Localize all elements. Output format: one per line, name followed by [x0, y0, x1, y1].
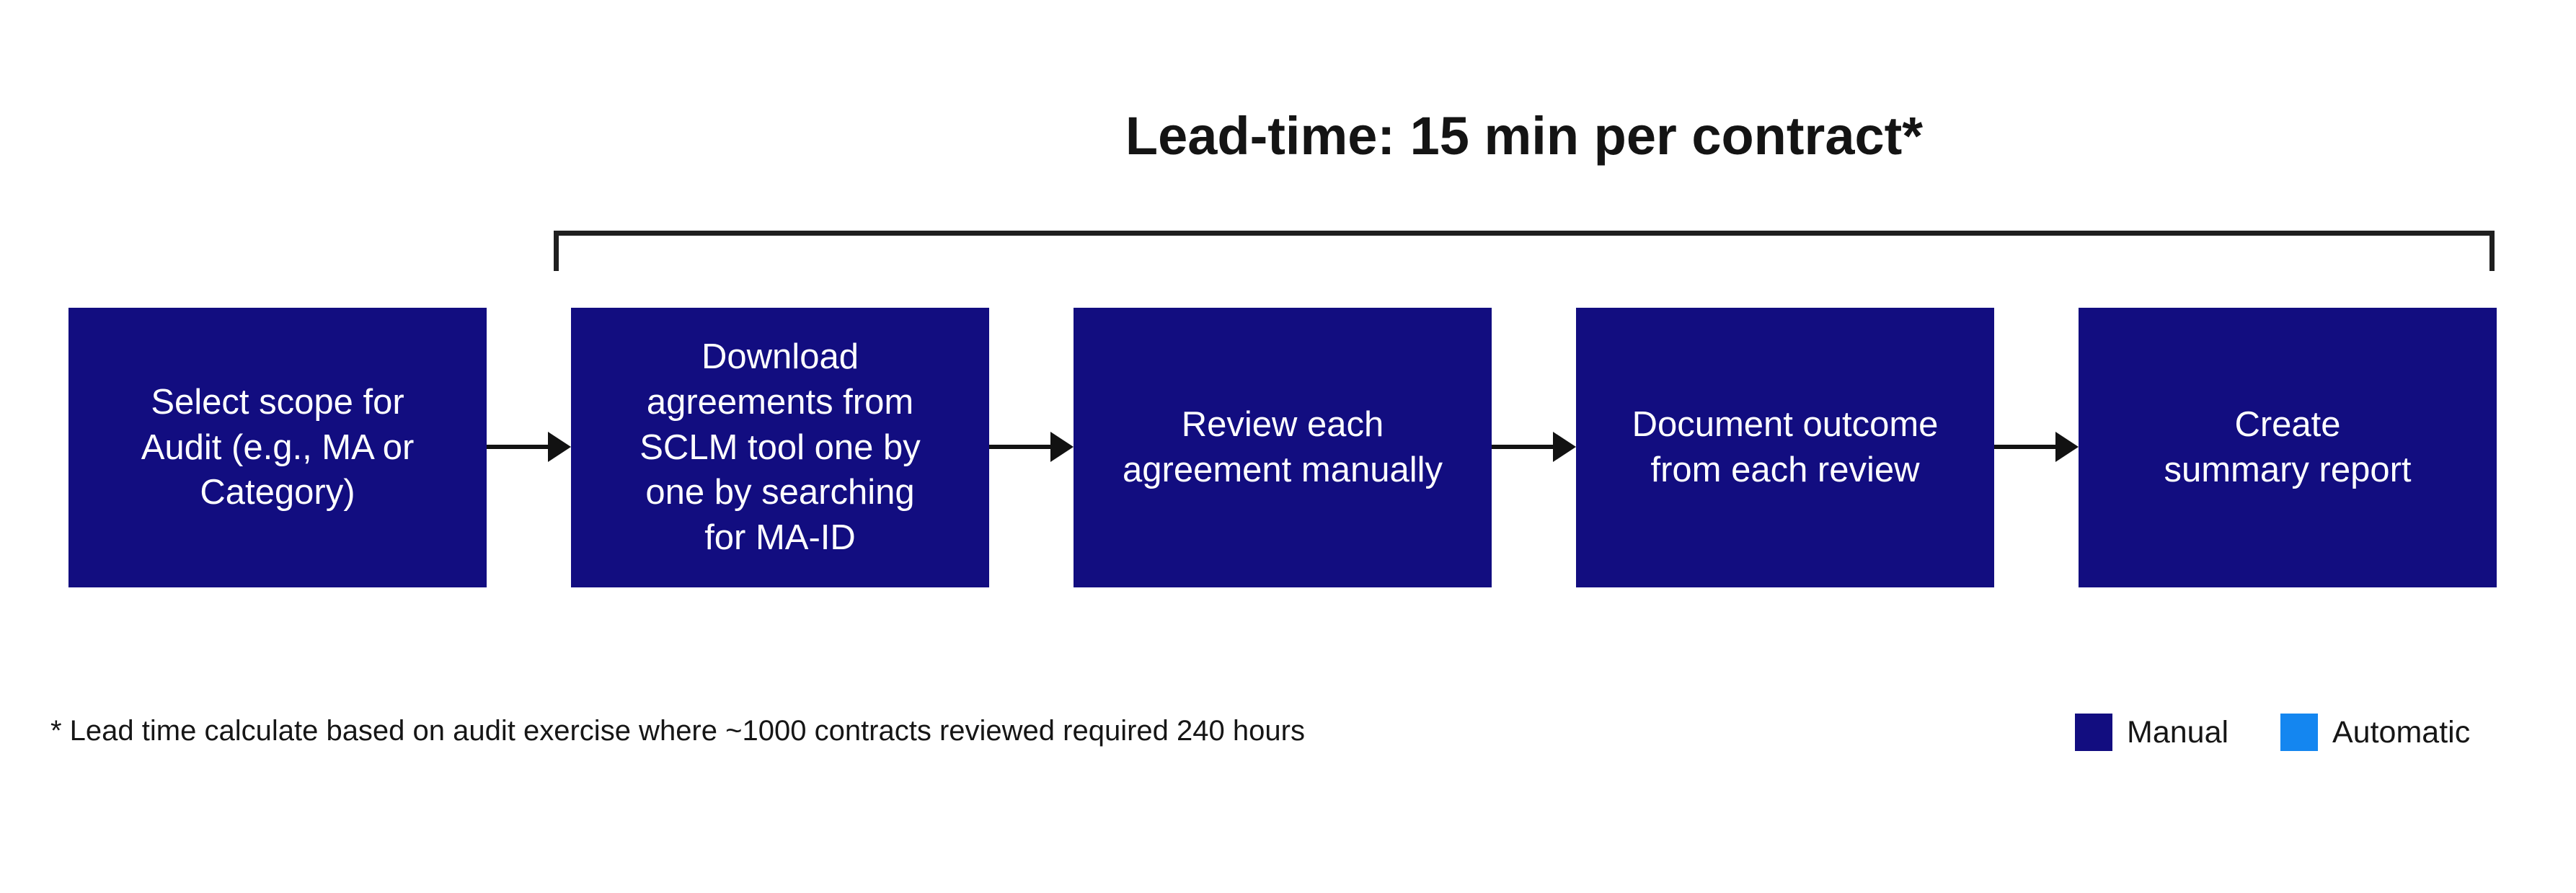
flow-step-create-report: Create summary report	[2079, 308, 2497, 587]
lead-time-title: Lead-time: 15 min per contract*	[1125, 106, 1924, 166]
arrow-line	[1492, 445, 1554, 449]
legend-label-automatic: Automatic	[2332, 714, 2471, 750]
lead-time-footnote: * Lead time calculate based on audit exe…	[50, 715, 1305, 747]
lead-time-bracket	[554, 231, 2495, 271]
flow-step-select-scope: Select scope for Audit (e.g., MA or Cate…	[68, 308, 487, 587]
legend-label-manual: Manual	[2127, 714, 2229, 750]
arrow-line	[487, 445, 549, 449]
flow-step-review-agreement: Review each agreement manually	[1074, 308, 1492, 587]
arrow-line	[1994, 445, 2057, 449]
automatic-color-swatch	[2280, 714, 2318, 751]
arrow-head	[1553, 432, 1576, 462]
manual-color-swatch	[2075, 714, 2112, 751]
arrow-head	[1050, 432, 1074, 462]
flow-arrow-icon	[989, 431, 1074, 463]
arrow-head	[2055, 432, 2079, 462]
legend-item-manual: Manual	[2075, 712, 2228, 752]
flow-arrow-icon	[487, 431, 571, 463]
flow-step-document-outcome: Document outcome from each review	[1576, 308, 1994, 587]
arrow-line	[989, 445, 1052, 449]
legend-item-automatic: Automatic	[2280, 712, 2470, 752]
flow-arrow-icon	[1994, 431, 2079, 463]
flow-step-download-agreements: Download agreements from SCLM tool one b…	[571, 308, 989, 587]
arrow-head	[548, 432, 571, 462]
flow-arrow-icon	[1492, 431, 1576, 463]
